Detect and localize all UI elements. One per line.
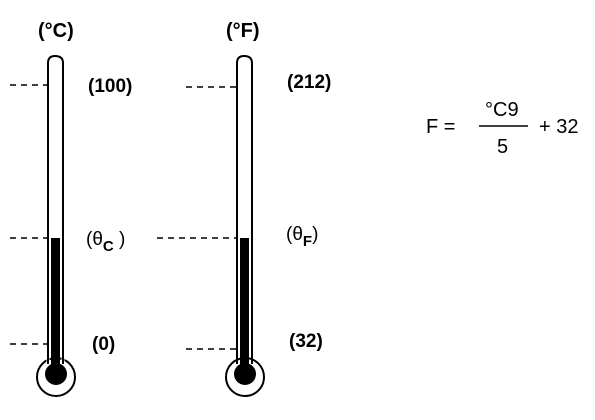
- formula-numerator: °C9: [485, 99, 519, 121]
- conversion-formula: F = °C9 5 + 32: [426, 99, 578, 158]
- fahrenheit-bulb-mercury: [234, 363, 256, 385]
- formula-rhs: + 32: [539, 116, 578, 138]
- fahrenheit-freezing-label: (32): [289, 331, 323, 352]
- fahrenheit-reading-label: (θF): [286, 224, 318, 250]
- celsius-unit-label: (°C): [38, 20, 74, 42]
- formula-lhs: F =: [426, 116, 455, 138]
- formula-denominator: 5: [497, 136, 508, 158]
- fahrenheit-mercury-column: [240, 238, 249, 363]
- celsius-boiling-label: (100): [88, 76, 132, 97]
- fahrenheit-thermometer: (°F) (212) (θF) (32): [157, 20, 331, 397]
- fahrenheit-unit-label: (°F): [226, 20, 260, 42]
- celsius-freezing-label: (0): [92, 334, 115, 355]
- celsius-mercury-column: [51, 238, 60, 363]
- celsius-thermometer: (°C) (100) (θC ) (0): [10, 20, 132, 397]
- fahrenheit-boiling-label: (212): [287, 72, 331, 93]
- celsius-bulb-mercury: [45, 363, 67, 385]
- celsius-reading-label: (θC ): [86, 229, 125, 255]
